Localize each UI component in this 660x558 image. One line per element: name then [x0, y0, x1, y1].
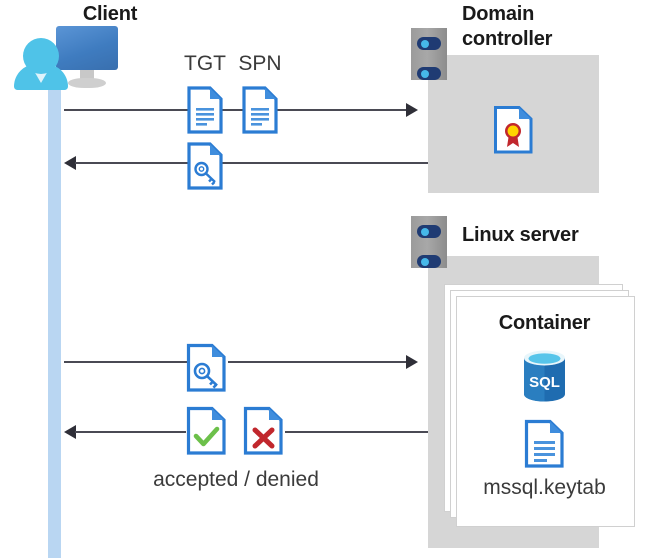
accepted-denied-label: accepted / denied	[153, 468, 319, 491]
flow-linux-request-arrowhead	[406, 355, 418, 369]
flow-request-arrowhead	[406, 103, 418, 117]
domain-controller-title-line1: Domain	[462, 3, 535, 25]
flow-linux-request-line-right	[228, 361, 407, 363]
certificate-document-icon	[493, 105, 535, 155]
linux-server-server-icon	[411, 216, 447, 268]
monitor-base-icon	[68, 78, 106, 88]
svg-text:SQL: SQL	[529, 374, 560, 391]
domain-controller-title: Domain controller	[462, 2, 652, 52]
keytab-label: mssql.keytab	[483, 476, 606, 499]
accepted-document-icon	[186, 406, 228, 456]
server-led-bottom	[417, 67, 441, 80]
ticket-key-document-icon-lower	[186, 343, 228, 393]
flow-request-line-left	[64, 109, 188, 111]
spn-label: SPN	[238, 52, 282, 75]
flow-ticket-arrowhead	[64, 156, 76, 170]
client-icon	[8, 26, 120, 90]
flow-result-arrowhead	[64, 425, 76, 439]
spn-document-icon	[242, 86, 278, 134]
person-head-icon	[23, 38, 59, 74]
flow-request-line-mid	[222, 109, 243, 111]
flow-linux-request-line-left	[64, 361, 187, 363]
server-led-top	[417, 37, 441, 50]
ticket-key-document-icon-upper	[187, 142, 223, 190]
monitor-screen-icon	[56, 26, 118, 70]
flow-ticket-line-left	[75, 162, 188, 164]
monitor-neck-icon	[80, 70, 94, 80]
flow-result-line-left	[75, 431, 186, 433]
flow-request-line-right	[277, 109, 407, 111]
server-led-top	[417, 225, 441, 238]
client-title: Client	[82, 3, 138, 25]
domain-controller-title-line2: controller	[462, 28, 553, 50]
tgt-document-icon	[187, 86, 223, 134]
server-led-bottom	[417, 255, 441, 268]
flow-ticket-line-right	[222, 162, 428, 164]
linux-server-title: Linux server	[462, 224, 579, 246]
keytab-document-icon	[524, 419, 566, 469]
sql-database-icon: SQL	[521, 349, 568, 403]
denied-document-icon	[243, 406, 285, 456]
domain-controller-server-icon	[411, 28, 447, 80]
flow-result-line-right	[285, 431, 428, 433]
tgt-label: TGT	[184, 52, 226, 75]
container-title: Container	[498, 312, 591, 334]
container-card-front	[456, 296, 635, 527]
client-lifeline	[48, 70, 61, 558]
